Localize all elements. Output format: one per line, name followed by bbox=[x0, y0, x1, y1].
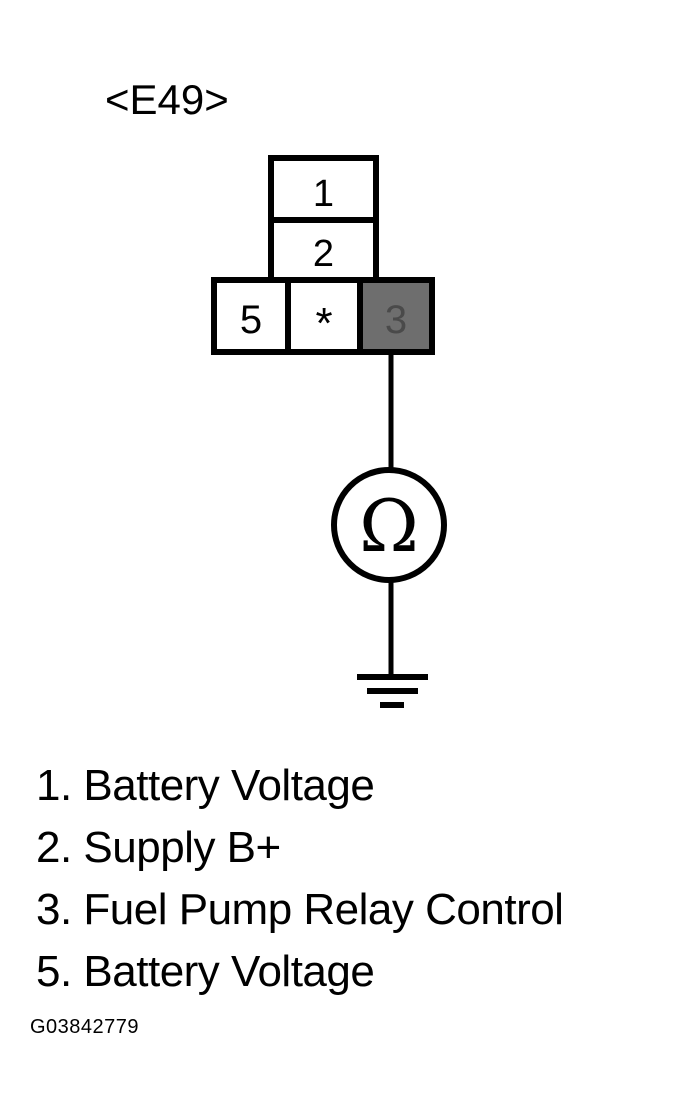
connector-label: <E49> bbox=[105, 76, 229, 123]
pin-3-label: 3 bbox=[385, 298, 407, 342]
ground-icon bbox=[357, 674, 428, 708]
pin-cell-1: 1 bbox=[268, 155, 379, 223]
connector-diagram: <E49> 1 2 5 * 3 Ω bbox=[105, 76, 447, 708]
pin-cell-3: 3 bbox=[357, 277, 435, 355]
pin-cell-5: 5 bbox=[211, 277, 291, 355]
pin-cell-2: 2 bbox=[268, 217, 379, 283]
pin-unused-label: * bbox=[315, 299, 332, 348]
ohm-symbol: Ω bbox=[359, 484, 419, 568]
pin-5-label: 5 bbox=[240, 298, 262, 342]
pin-legend: 1. Battery Voltage 2. Supply B+ 3. Fuel … bbox=[36, 755, 564, 1003]
legend-item-2: 2. Supply B+ bbox=[36, 823, 281, 872]
legend-item-1: 1. Battery Voltage bbox=[36, 761, 375, 810]
pin-1-label: 1 bbox=[313, 173, 334, 215]
legend-item-3: 3. Fuel Pump Relay Control bbox=[36, 885, 564, 934]
ohmmeter-icon: Ω bbox=[331, 467, 447, 583]
pin-cell-unused: * bbox=[285, 277, 363, 355]
pin-2-label: 2 bbox=[313, 233, 334, 275]
legend-item-5: 5. Battery Voltage bbox=[36, 947, 375, 996]
figure-id: G03842779 bbox=[30, 1016, 140, 1038]
